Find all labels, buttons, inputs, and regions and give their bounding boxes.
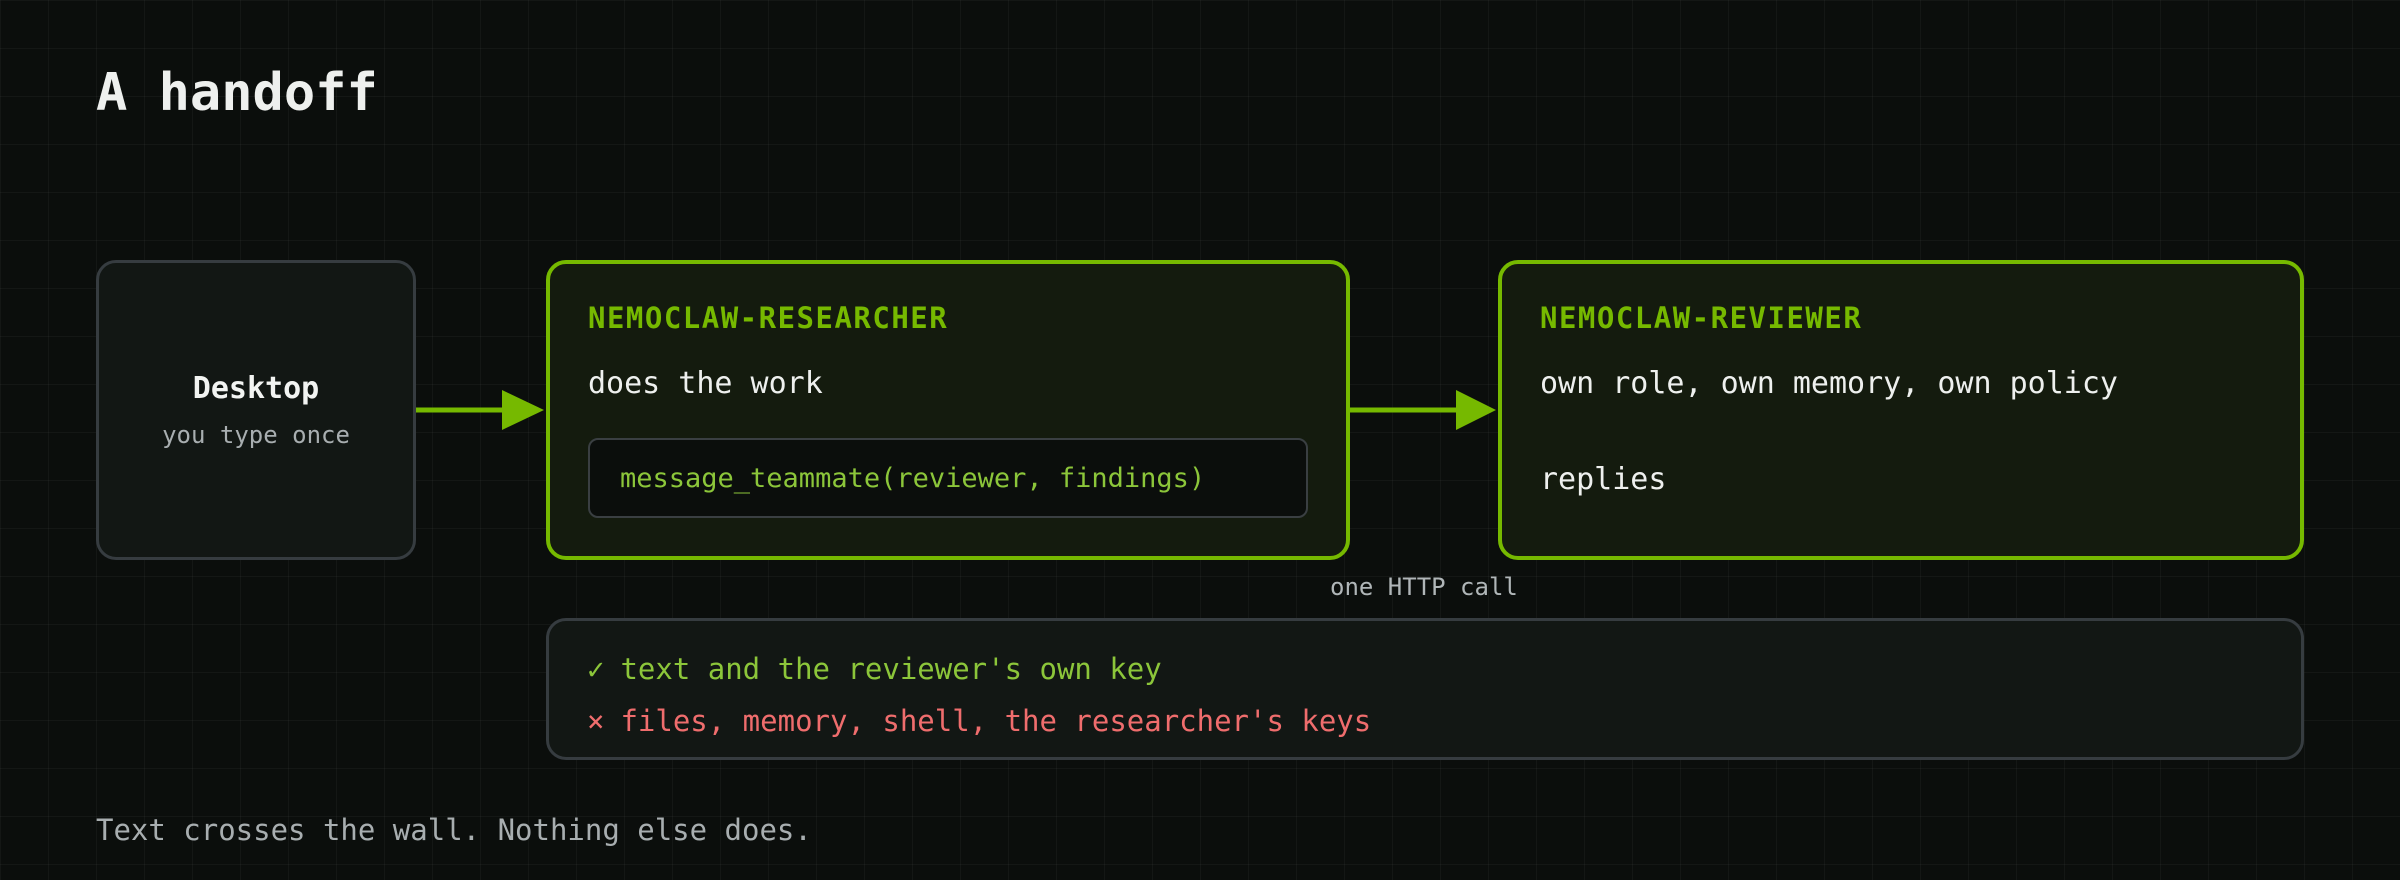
- reviewer-reply: replies: [1540, 462, 1667, 497]
- arrow-head-reviewer: [1456, 390, 1496, 430]
- crossing-rules-box: ✓ text and the reviewer's own key × files,…: [546, 618, 2304, 760]
- cross-icon: ×: [587, 704, 605, 738]
- desktop-node-subtitle: you type once: [162, 421, 350, 449]
- researcher-description: does the work: [588, 366, 823, 401]
- reviewer-description: own role, own memory, own policy: [1540, 366, 2118, 401]
- rule-allowed-text: text and the reviewer's own key: [620, 652, 1162, 686]
- researcher-title: NEMOCLAW-RESEARCHER: [588, 301, 949, 335]
- reviewer-title: NEMOCLAW-REVIEWER: [1540, 301, 1863, 335]
- rule-allowed: ✓ text and the reviewer's own key: [587, 649, 1162, 689]
- code-call-text: message_teammate(reviewer, findings): [620, 462, 1206, 494]
- researcher-node: NEMOCLAW-RESEARCHER does the work messag…: [546, 260, 1350, 560]
- rule-blocked-text: files, memory, shell, the researcher's k…: [620, 704, 1372, 738]
- desktop-node-name: Desktop: [192, 371, 320, 406]
- researcher-code-snippet: message_teammate(reviewer, findings): [588, 438, 1308, 518]
- page-title: A handoff: [96, 63, 378, 123]
- reviewer-node: NEMOCLAW-REVIEWER own role, own memory, …: [1498, 260, 2304, 560]
- rule-blocked: × files, memory, shell, the researcher's …: [587, 701, 1371, 741]
- check-icon: ✓: [587, 652, 605, 686]
- desktop-node: Desktop you type once: [96, 260, 416, 560]
- connector-label: one HTTP call: [1330, 573, 1518, 601]
- footer-caption: Text crosses the wall. Nothing else does…: [96, 813, 812, 847]
- arrow-head-researcher: [502, 390, 544, 430]
